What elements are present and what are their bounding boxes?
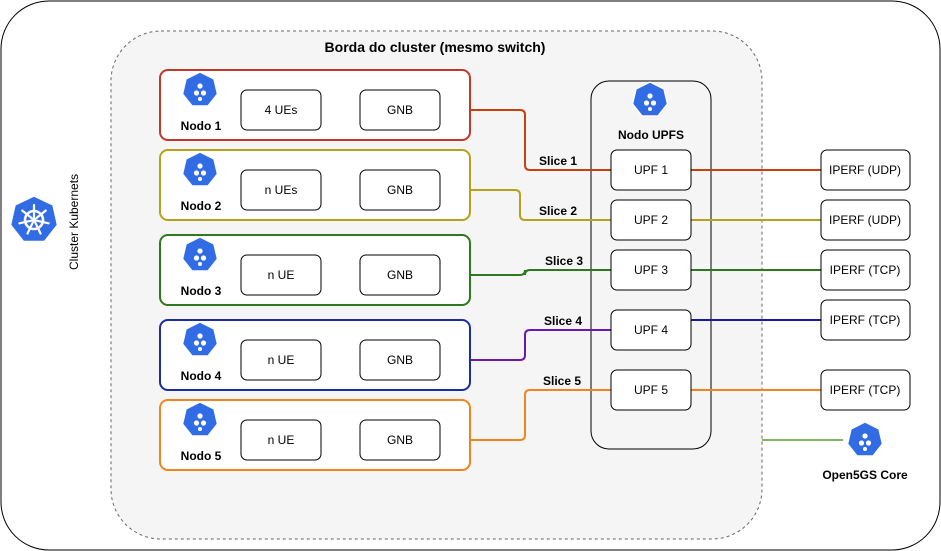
upf-node-title: Nodo UPFS [618,128,684,142]
upf-label: UPF 2 [634,213,668,227]
upf-label: UPF 4 [634,323,668,337]
gnb-upf-link [440,109,611,171]
ue-box [240,169,322,211]
iperf-box [820,369,911,411]
ue-label: n UE [268,353,295,367]
iperf-label: IPERF (TCP) [830,313,901,327]
ue-box [240,254,322,296]
node-name: Nodo 5 [181,449,222,463]
slice-label: Slice 1 [539,154,577,168]
upf-box [610,309,692,351]
edge-title: Borda do cluster (mesmo switch) [325,39,546,55]
gnb-box [359,89,441,131]
gnb-label: GNB [387,183,413,197]
iperf-label: IPERF (TCP) [830,263,901,277]
gnb-upf-link [440,189,611,221]
upf-box [610,249,692,291]
iperf-box [820,149,911,191]
iperf-box [820,299,911,341]
gnb-label: GNB [387,353,413,367]
iperf-label: IPERF (UDP) [829,213,901,227]
ue-label: n UE [268,433,295,447]
gnb-label: GNB [387,433,413,447]
ue-label: 4 UEs [265,103,298,117]
iperf-box [820,249,911,291]
ue-label: n UE [268,268,295,282]
slice-label: Slice 3 [545,254,583,268]
gnb-upf-link [440,269,611,276]
gnb-upf-link [440,389,611,441]
gnb-label: GNB [387,103,413,117]
gnb-box [359,254,441,296]
gnb-box [359,419,441,461]
upf-label: UPF 1 [634,163,668,177]
gnb-upf-link [440,329,611,361]
ue-box [240,339,322,381]
cluster-label: Cluster Kubernets [67,174,81,270]
iperf-box [820,199,911,241]
node-name: Nodo 4 [181,369,222,383]
ue-box [240,419,322,461]
node-name: Nodo 3 [181,284,222,298]
ue-label: n UEs [265,183,298,197]
gnb-box [359,169,441,211]
upf-box [610,149,692,191]
node-name: Nodo 1 [181,119,222,133]
node-name: Nodo 2 [181,199,222,213]
upf-box [610,369,692,411]
upf-label: UPF 3 [634,263,668,277]
slice-label: Slice 4 [544,314,582,328]
slice-label: Slice 5 [543,374,581,388]
upf-label: UPF 5 [634,383,668,397]
upf-node-box [590,80,712,450]
slice-label: Slice 2 [539,204,577,218]
ue-box [240,89,322,131]
core-label: Open5GS Core [822,468,908,482]
upf-box [610,199,692,241]
gnb-box [359,339,441,381]
gnb-label: GNB [387,268,413,282]
iperf-label: IPERF (UDP) [829,163,901,177]
iperf-label: IPERF (TCP) [830,383,901,397]
